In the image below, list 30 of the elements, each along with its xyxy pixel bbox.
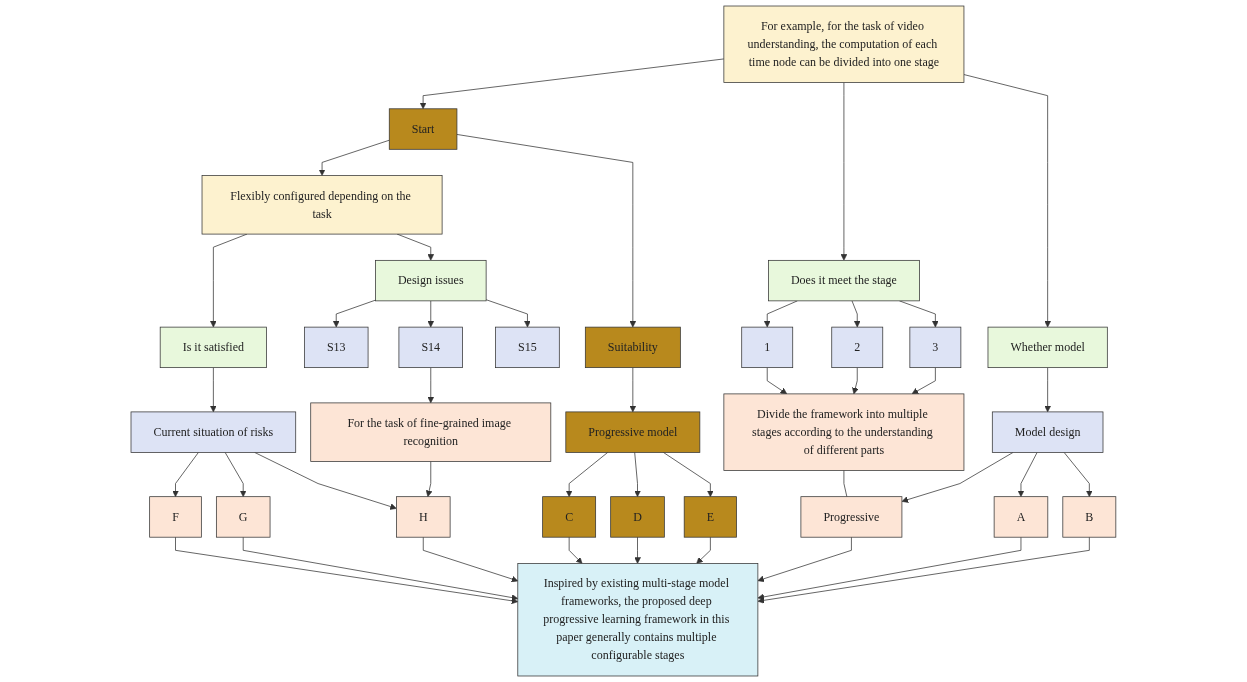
node-box: Flexibly configured depending on the task bbox=[201, 175, 443, 235]
node-box: For the task of fine-grained image recognition bbox=[310, 402, 552, 462]
node-box: Progressive bbox=[800, 496, 903, 538]
node-box: F bbox=[149, 496, 202, 538]
node-box: C bbox=[542, 496, 597, 538]
node-box: For example, for the task of video understanding, the computation of each time node can be divided into one stage bbox=[723, 5, 965, 83]
node-box: Progressive model bbox=[565, 411, 701, 453]
node-box: Does it meet the stage bbox=[768, 259, 920, 302]
node-box: D bbox=[610, 496, 665, 538]
node-box: Divide the framework into multiple stages according to the understanding of different parts bbox=[723, 393, 965, 471]
node-box: 3 bbox=[909, 326, 962, 368]
node-box: Suitability bbox=[585, 326, 681, 368]
node-box: Current situation of risks bbox=[130, 411, 297, 453]
node-box: G bbox=[216, 496, 271, 538]
node-box: Model design bbox=[992, 411, 1104, 453]
node-box: H bbox=[396, 496, 451, 538]
node-box: Start bbox=[388, 108, 458, 150]
node-box: S15 bbox=[495, 326, 560, 368]
node-box: S13 bbox=[304, 326, 369, 368]
node-box: E bbox=[683, 496, 737, 538]
connector bbox=[843, 470, 848, 498]
node-box: Inspired by existing multi-stage model frameworks, the proposed deep progressive learning framework in this paper generally contains multiple configurable stages bbox=[517, 563, 759, 677]
node-box: 1 bbox=[741, 326, 794, 368]
node-box: S14 bbox=[398, 326, 464, 368]
node-box: 2 bbox=[831, 326, 884, 368]
node-box: A bbox=[993, 496, 1049, 538]
node-box: B bbox=[1062, 496, 1117, 538]
node-box: Whether model bbox=[987, 326, 1108, 368]
node-box: Design issues bbox=[375, 259, 487, 302]
node-box: Is it satisfied bbox=[159, 326, 267, 368]
